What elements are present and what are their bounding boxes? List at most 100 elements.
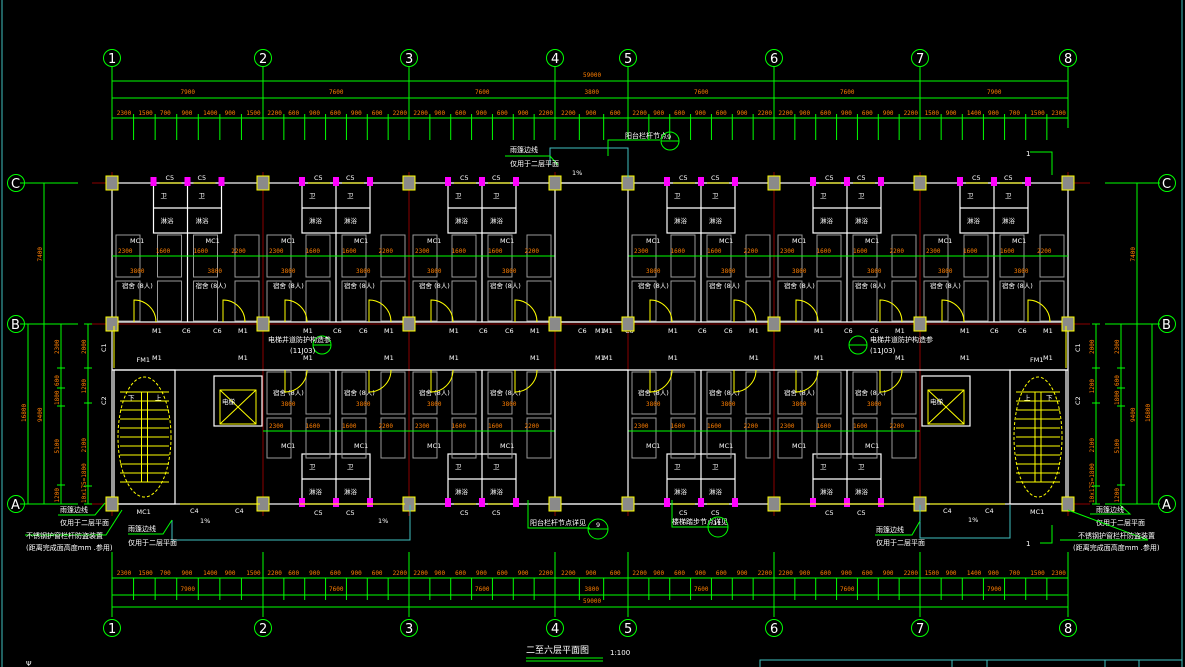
window-code: C1 (100, 343, 108, 352)
dim-detail-top-label: 600 (716, 110, 727, 117)
axis-label-A: A (11, 498, 20, 513)
annotation-text: 阳台栏杆节点详见 (530, 518, 586, 527)
window-code: C5 (198, 174, 207, 182)
toilet-label: 卫 (199, 192, 206, 200)
annotation-rain-pipe-right: 雨篷边线 仅用于二层平面 (875, 520, 925, 547)
window-code: C5 (825, 174, 834, 182)
door-code: M1 (603, 327, 613, 335)
shower-label: 淋浴 (490, 216, 504, 225)
bed (380, 280, 406, 322)
dim-detail-bottom-label: 900 (883, 570, 894, 577)
window-code: C6 (698, 327, 707, 335)
column (548, 175, 562, 191)
axis-label-6: 6 (770, 622, 778, 637)
door-code: M1 (530, 354, 540, 362)
dim-detail-bottom-label: 600 (862, 570, 873, 577)
toilet-label: 卫 (674, 463, 681, 471)
bed (305, 280, 331, 322)
column (621, 496, 635, 512)
door-code: MC1 (354, 237, 368, 245)
door-swing (879, 369, 903, 393)
dim-right-segs-label: 1200 (1114, 488, 1121, 503)
room-dim: 3800 (938, 268, 953, 275)
dim-detail-bottom-label: 700 (160, 570, 171, 577)
annotation-detail-bottom-2: 楼梯踏步节点详见 11 (671, 500, 729, 538)
dim-bays-top-label: 7600 (694, 89, 709, 96)
bed (852, 371, 878, 415)
dim-detail-top-label: 600 (372, 110, 383, 117)
dim-detail-bottom-label: 2200 (758, 570, 773, 577)
annotation-text: 雨篷边线 (1096, 505, 1124, 514)
column (621, 175, 635, 191)
door-swing (795, 299, 819, 323)
toilet-label: 卫 (967, 192, 974, 200)
slope-label: 1% (572, 169, 582, 177)
door-code: M1 (303, 354, 313, 362)
axis-bubble-8 (1059, 49, 1077, 67)
marker (150, 177, 157, 186)
door-code: MC1 (500, 237, 514, 245)
column (767, 496, 781, 512)
dim-detail-bottom-label: 1400 (203, 570, 218, 577)
toilet-label: 卫 (712, 192, 719, 200)
door-code: MC1 (137, 508, 151, 516)
dim-detail-bottom-label: 600 (372, 570, 383, 577)
annotation-text: 仅用于二层平面 (1096, 518, 1145, 527)
room-label: 宿舍 (8人) (930, 281, 961, 290)
dim-detail-bottom-label: 900 (988, 570, 999, 577)
annotation-rain-pipe-mid: 雨篷边线 仅用于二层平面 (128, 519, 177, 547)
room-label: 宿舍 (8人) (122, 281, 153, 290)
dim-detail-bottom-label: 900 (518, 570, 529, 577)
door-code: MC1 (792, 237, 806, 245)
axis-label-C: C (11, 177, 20, 192)
dim-detail-top-label: 900 (737, 110, 748, 117)
stair-direction: 下 (128, 394, 135, 402)
window-code: C1 (1074, 343, 1082, 352)
door-code: M1 (449, 327, 459, 335)
column (105, 496, 119, 512)
annotation-text: 电梯井道防护构造参 (268, 335, 331, 344)
bed (777, 417, 803, 459)
dim-detail-bottom-label: 1500 (925, 570, 940, 577)
door-code: MC1 (719, 237, 733, 245)
dim-overall-top-label: 59000 (583, 72, 601, 79)
dim-bays-top-label: 7600 (329, 89, 344, 96)
bed (451, 371, 477, 415)
stair-handrail (1034, 391, 1042, 483)
window-code: C5 (346, 509, 355, 517)
marker (479, 498, 485, 507)
axis-label-3: 3 (405, 622, 413, 637)
slope-label: 1% (968, 516, 978, 524)
annotation-text: (11J03) (870, 347, 896, 355)
window-code: C6 (870, 327, 879, 335)
dim-right-stair-label: 2100 (1089, 438, 1096, 453)
door-swing (222, 299, 246, 323)
dim-detail-bottom-label: 2200 (539, 570, 554, 577)
room-sub-dim: 2300 (269, 248, 284, 255)
bed (963, 280, 989, 322)
axis-bubble-7 (911, 49, 929, 67)
room-sub-dim: 1600 (963, 248, 978, 255)
door-code: M1 (749, 354, 759, 362)
door-code: MC1 (938, 237, 952, 245)
axis-bubble-4 (546, 619, 564, 637)
toilet-label: 卫 (347, 463, 354, 471)
column (913, 316, 927, 332)
elevator-car (219, 389, 257, 425)
axis-label-4: 4 (551, 622, 559, 637)
dim-left-stair-label: 1200 (81, 379, 88, 394)
axis-bubble-6 (765, 49, 783, 67)
dim-detail-top-label: 900 (653, 110, 664, 117)
toilet-label: 卫 (493, 192, 500, 200)
marker (957, 177, 963, 186)
door-code: M1 (238, 327, 248, 335)
room-sub-dim: 1600 (671, 248, 686, 255)
dim-detail-bottom-label: 2300 (117, 570, 132, 577)
dim-detail-bottom-label: 600 (674, 570, 685, 577)
dim-detail-bottom-label: 600 (716, 570, 727, 577)
dim-right-stair-label: 2000 (1089, 339, 1096, 354)
door-code: M1 (749, 327, 759, 335)
bed (193, 280, 218, 322)
window-code: C2 (1074, 396, 1082, 405)
